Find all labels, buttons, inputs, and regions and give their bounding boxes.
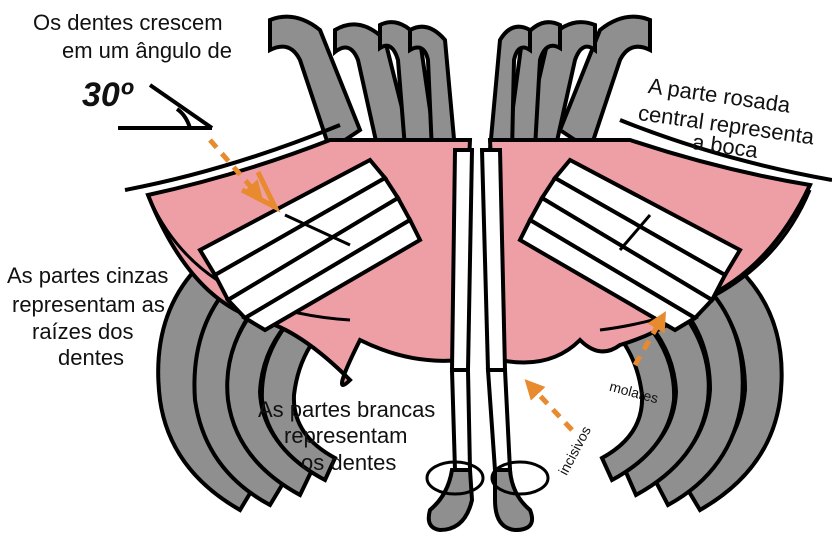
upper-left-roots	[270, 17, 455, 152]
gray-label-line4: dentes	[58, 346, 124, 370]
white-label-line2: representam	[284, 424, 408, 448]
white-label-line1: As partes brancas	[258, 398, 435, 422]
gray-label-line3: raízes dos	[32, 320, 134, 344]
arrow-incisivos	[530, 385, 572, 430]
gray-label-line2: representam as	[12, 293, 165, 317]
incisors	[452, 150, 510, 470]
upper-right-roots	[490, 17, 650, 152]
angle-value: 30º	[82, 76, 132, 115]
gray-label-line1: As partes cinzas	[7, 264, 168, 288]
incisor-roots	[429, 470, 532, 530]
angle-label-line2: em um ângulo de	[62, 39, 232, 63]
angle-label-line1: Os dentes crescem	[33, 11, 223, 35]
white-label-line3: os dentes	[301, 451, 396, 475]
